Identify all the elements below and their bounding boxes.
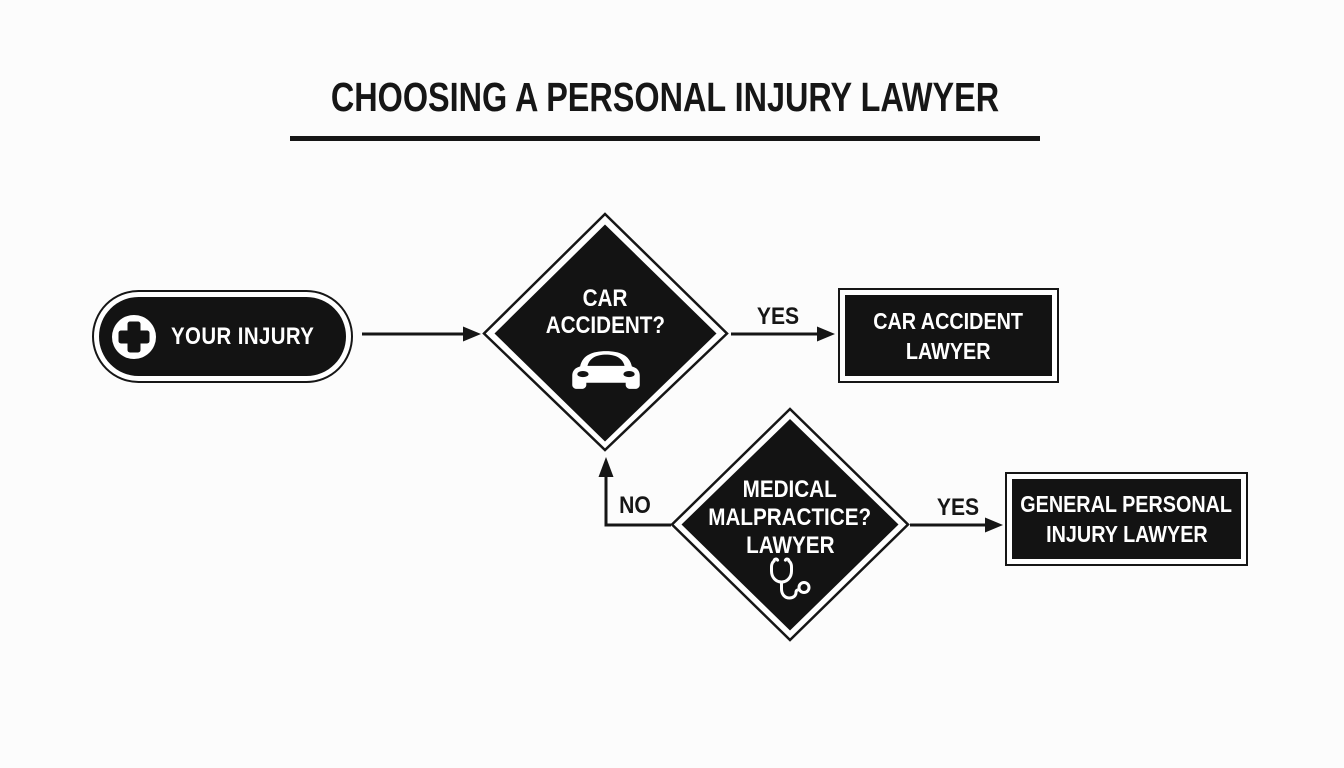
title-underline [290,136,1040,141]
edge-label-no: NO [619,492,651,519]
medical-malpractice-decision-label: MEDICAL MALPRACTICE? LAWYER [690,476,890,560]
outcome-line: CAR ACCIDENT [873,307,1024,334]
decision-line: MALPRACTICE? [708,504,872,531]
general-personal-injury-lawyer-box: GENERAL PERSONAL INJURY LAWYER [1005,472,1248,566]
outcome-line: LAWYER [906,337,991,364]
car-accident-decision-label: CAR ACCIDENT? [505,285,705,339]
outcome-line: INJURY LAWYER [1045,521,1208,547]
car-accident-lawyer-body: CAR ACCIDENT LAWYER [845,295,1052,376]
start-node-your-injury: YOUR INJURY [92,290,353,383]
arrow-start-to-car [362,326,481,342]
decision-line: LAWYER [745,532,835,559]
decision-line: ACCIDENT? [545,312,665,339]
car-accident-lawyer-box: CAR ACCIDENT LAWYER [838,288,1059,383]
start-node-body: YOUR INJURY [99,297,346,376]
stethoscope-icon [764,555,816,605]
decision-line: MEDICAL [742,476,838,503]
edge-label-yes-car: YES [756,303,800,330]
car-icon [570,347,642,392]
medical-cross-icon [111,314,157,360]
edge-label-yes-medical: YES [936,494,980,521]
outcome-line: GENERAL PERSONAL [1020,491,1233,517]
start-node-label: YOUR INJURY [171,322,315,350]
general-personal-injury-lawyer-body: GENERAL PERSONAL INJURY LAWYER [1012,479,1241,559]
page-title: CHOOSING A PERSONAL INJURY LAWYER [330,74,1000,120]
decision-line: CAR [582,285,628,312]
